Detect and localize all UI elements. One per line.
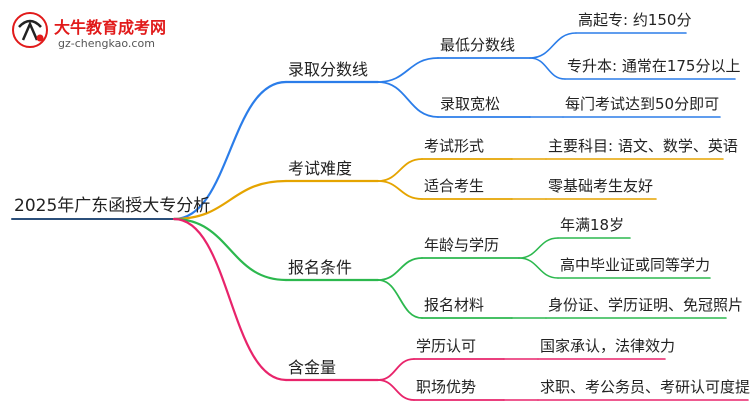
leaf-age-18: 年满18岁 — [560, 216, 625, 234]
topic-exam-format: 考试形式 — [424, 137, 485, 155]
leaf-high-school-diploma: 高中毕业证或同等学力 — [560, 256, 711, 274]
n-b0-c0-l0-connector — [529, 32, 577, 59]
leaf-gaoqizhuan-score: 高起专: 约150分 — [578, 11, 692, 29]
topic-age-education: 年龄与学历 — [424, 236, 500, 254]
n-b2-connector — [172, 217, 288, 282]
leaf-beginner-friendly: 零基础考生友好 — [548, 177, 654, 195]
n-b1-c0-connector — [377, 158, 423, 182]
logo-url: gz-chengkao.com — [58, 37, 155, 50]
n-b1-c1-connector — [377, 180, 423, 200]
n-b2-c0-l0-connector — [518, 237, 559, 259]
n-b2-c0-l1-connector — [518, 257, 559, 279]
branch-registration-requirements: 报名条件 — [288, 258, 353, 277]
n-b2-c0-connector — [377, 257, 423, 281]
topic-suitable-candidates: 适合考生 — [424, 177, 485, 195]
n-b3-c0-connector — [377, 358, 415, 381]
n-b1-connector — [172, 179, 288, 221]
branch-credential-value: 含金量 — [288, 358, 337, 377]
n-b3-c1-connector — [377, 379, 415, 401]
leaf-zhuanshengben-score: 专升本: 通常在175分以上 — [567, 57, 741, 75]
topic-lenient-admission: 录取宽松 — [440, 95, 501, 113]
topic-career-advantage: 职场优势 — [416, 378, 477, 396]
topic-registration-materials: 报名材料 — [424, 296, 485, 314]
root-topic: 2025年广东函授大专分析 — [14, 196, 211, 216]
leaf-job-recognition: 求职、考公务员、考研认可度提高 — [540, 378, 750, 396]
branch-admission-score: 录取分数线 — [288, 60, 369, 79]
leaf-id-documents: 身份证、学历证明、免冠照片 — [548, 296, 744, 314]
topic-degree-recognition: 学历认可 — [416, 337, 477, 355]
topic-min-score: 最低分数线 — [440, 36, 516, 54]
logo-title: 大牛教育成考网 — [54, 18, 167, 37]
n-b0-c1-connector — [377, 81, 439, 118]
n-b2-c1-connector — [377, 279, 423, 319]
n-b0-c0-connector — [377, 57, 439, 83]
leaf-state-recognized: 国家承认，法律效力 — [540, 337, 676, 355]
n-b0-c0-l1-connector — [529, 57, 566, 80]
bull-logo-icon — [12, 12, 48, 48]
site-logo[interactable]: 大牛教育成考网 gz-chengkao.com — [10, 10, 180, 54]
n-b0-connector — [172, 80, 288, 221]
leaf-main-subjects: 主要科目: 语文、数学、英语 — [548, 137, 738, 155]
branch-exam-difficulty: 考试难度 — [288, 159, 353, 178]
n-b3-connector — [172, 217, 288, 382]
leaf-50-per-exam: 每门考试达到50分即可 — [565, 95, 720, 113]
